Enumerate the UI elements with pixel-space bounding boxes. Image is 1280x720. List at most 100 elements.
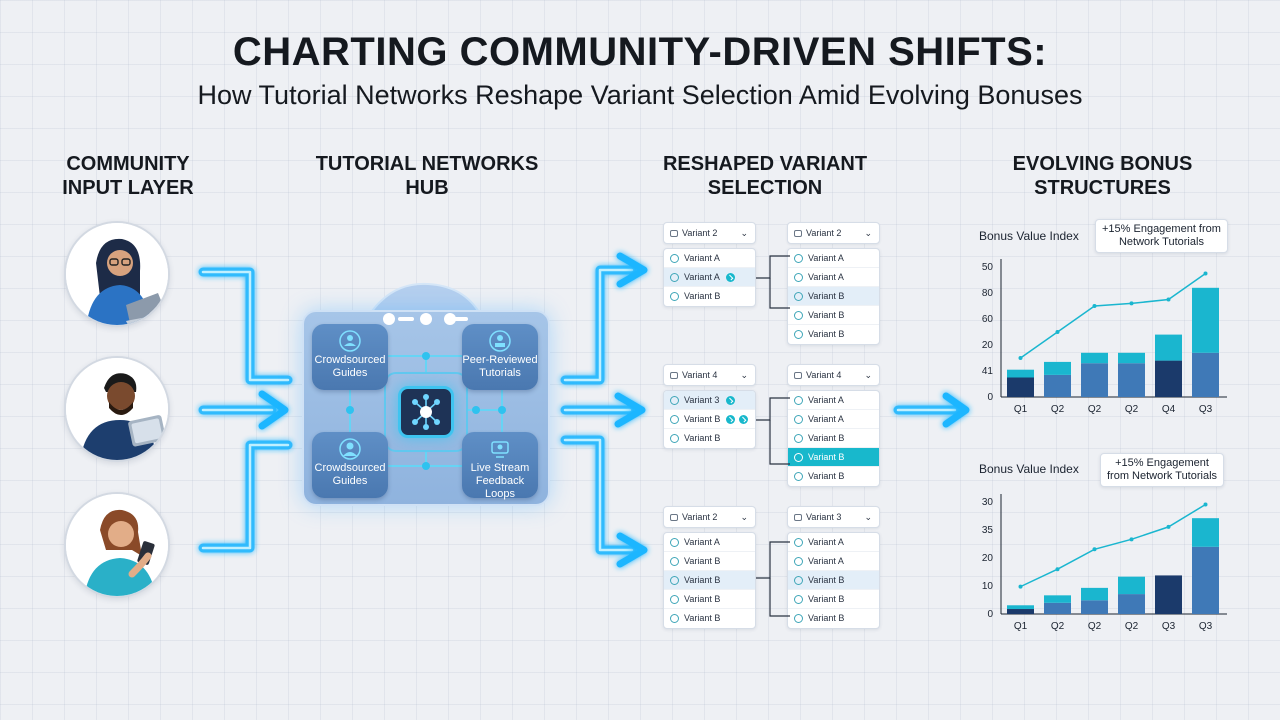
variant-option[interactable]: Variant B (788, 467, 879, 486)
variant-option-label: Variant A (808, 556, 844, 566)
bar-q1-series-2 (1007, 369, 1034, 378)
radio-icon[interactable] (670, 396, 679, 405)
radio-icon[interactable] (794, 415, 803, 424)
radio-icon[interactable] (670, 254, 679, 263)
variant-option[interactable]: Variant A (788, 391, 879, 410)
variant-dropdown-label: Variant 4 (682, 370, 718, 380)
variant-dropdown[interactable]: Variant 2⌄ (663, 506, 756, 528)
y-tick-label: 20 (982, 340, 994, 351)
variant-option[interactable]: Variant B (788, 325, 879, 344)
radio-icon[interactable] (794, 557, 803, 566)
variant-connectors (756, 255, 790, 617)
bar-q2-series-1 (1081, 363, 1108, 397)
trend-line (1020, 503, 1206, 588)
x-tick-label: Q2 (1125, 404, 1139, 415)
variant-option[interactable]: Variant A (788, 268, 879, 287)
variant-dropdown-label: Variant 2 (806, 228, 842, 238)
radio-icon[interactable] (670, 434, 679, 443)
radio-icon[interactable] (670, 292, 679, 301)
column-heading-community: COMMUNITY INPUT LAYER (62, 153, 194, 199)
trend-point (1055, 567, 1060, 572)
variant-option[interactable]: Variant B (664, 429, 755, 448)
variant-option[interactable]: Variant B (788, 306, 879, 325)
variant-dropdown[interactable]: Variant 2⌄ (663, 222, 756, 244)
variant-option-label: Variant A (684, 537, 720, 547)
variant-option-label: Variant B (808, 452, 845, 462)
bar-q3-series-2 (1192, 287, 1219, 353)
lock-icon (670, 230, 678, 237)
variant-option[interactable]: Variant A (788, 533, 879, 552)
trend-point (1055, 330, 1060, 334)
column-heading-bonus: EVOLVING BONUS STRUCTURES (1012, 153, 1193, 199)
column-heading-variants: RESHAPED VARIANT SELECTION (662, 153, 868, 199)
avatar-woman-laptop (64, 221, 170, 327)
radio-icon[interactable] (794, 434, 803, 443)
variant-dropdown[interactable]: Variant 4⌄ (787, 364, 880, 386)
bar-q2-series-1 (1118, 363, 1145, 397)
bar-q3-series-2 (1192, 518, 1219, 547)
bar-q4-series-2 (1155, 334, 1182, 361)
variant-option-label: Variant B (808, 575, 845, 585)
hub-status-dot (444, 313, 456, 325)
radio-icon[interactable] (670, 557, 679, 566)
variant-option[interactable]: Variant 3 (664, 391, 755, 410)
variant-option[interactable]: Variant B (788, 429, 879, 448)
bar-q2-series-1 (1081, 600, 1108, 614)
radio-icon[interactable] (794, 538, 803, 547)
radio-icon[interactable] (794, 254, 803, 263)
avatar-woman-phone (64, 492, 170, 598)
chart-2-annotation: +15% Engagement from Network Tutorials (1100, 453, 1225, 487)
variant-option-label: Variant B (808, 471, 845, 481)
variant-option[interactable]: Variant A (664, 249, 755, 268)
radio-icon[interactable] (794, 614, 803, 623)
trend-point (1203, 271, 1208, 276)
radio-icon[interactable] (670, 415, 679, 424)
radio-icon[interactable] (794, 576, 803, 585)
variant-option[interactable]: Variant A (664, 268, 755, 287)
variant-option[interactable]: Variant B (664, 571, 755, 590)
variant-option[interactable]: Variant B (664, 410, 755, 429)
variant-option[interactable]: Variant B (788, 609, 879, 628)
radio-icon[interactable] (670, 595, 679, 604)
variant-option[interactable]: Variant B (788, 590, 879, 609)
variant-dropdown[interactable]: Variant 4⌄ (663, 364, 756, 386)
variant-option-label: Variant B (808, 433, 845, 443)
radio-icon[interactable] (794, 453, 803, 462)
variant-option[interactable]: Variant B (664, 590, 755, 609)
variant-option[interactable]: Variant A (664, 533, 755, 552)
variant-dropdown[interactable]: Variant 3⌄ (787, 506, 880, 528)
radio-icon[interactable] (670, 538, 679, 547)
hub-toggle-icon (398, 317, 414, 321)
variant-option[interactable]: Variant A (788, 410, 879, 429)
column-heading-hub: TUTORIAL NETWORKS HUB (315, 153, 539, 199)
x-tick-label: Q3 (1199, 404, 1213, 415)
variant-option[interactable]: Variant A (788, 249, 879, 268)
variant-option[interactable]: Variant B (664, 552, 755, 571)
variant-option[interactable]: Variant B (664, 609, 755, 628)
variant-option-label: Variant A (808, 414, 844, 424)
network-hub-icon (398, 386, 454, 438)
radio-icon[interactable] (794, 396, 803, 405)
woman-phone-icon (66, 494, 168, 596)
variant-option[interactable]: Variant B (788, 448, 879, 467)
bar-q2-series-2 (1044, 595, 1071, 603)
bar-q3-series-1 (1192, 546, 1219, 614)
radio-icon[interactable] (670, 614, 679, 623)
radio-icon[interactable] (794, 311, 803, 320)
radio-icon[interactable] (670, 273, 679, 282)
radio-icon[interactable] (794, 273, 803, 282)
variant-option-label: Variant A (684, 253, 720, 263)
variant-option[interactable]: Variant B (664, 287, 755, 306)
radio-icon[interactable] (794, 472, 803, 481)
radio-icon[interactable] (670, 576, 679, 585)
variant-option[interactable]: Variant B (788, 287, 879, 306)
radio-icon[interactable] (794, 330, 803, 339)
variant-option[interactable]: Variant B (788, 571, 879, 590)
bar-q1-series-2 (1007, 605, 1034, 610)
variant-dropdown[interactable]: Variant 2⌄ (787, 222, 880, 244)
variant-option[interactable]: Variant A (788, 552, 879, 571)
radio-icon[interactable] (794, 292, 803, 301)
trend-point (1203, 502, 1208, 507)
radio-icon[interactable] (794, 595, 803, 604)
